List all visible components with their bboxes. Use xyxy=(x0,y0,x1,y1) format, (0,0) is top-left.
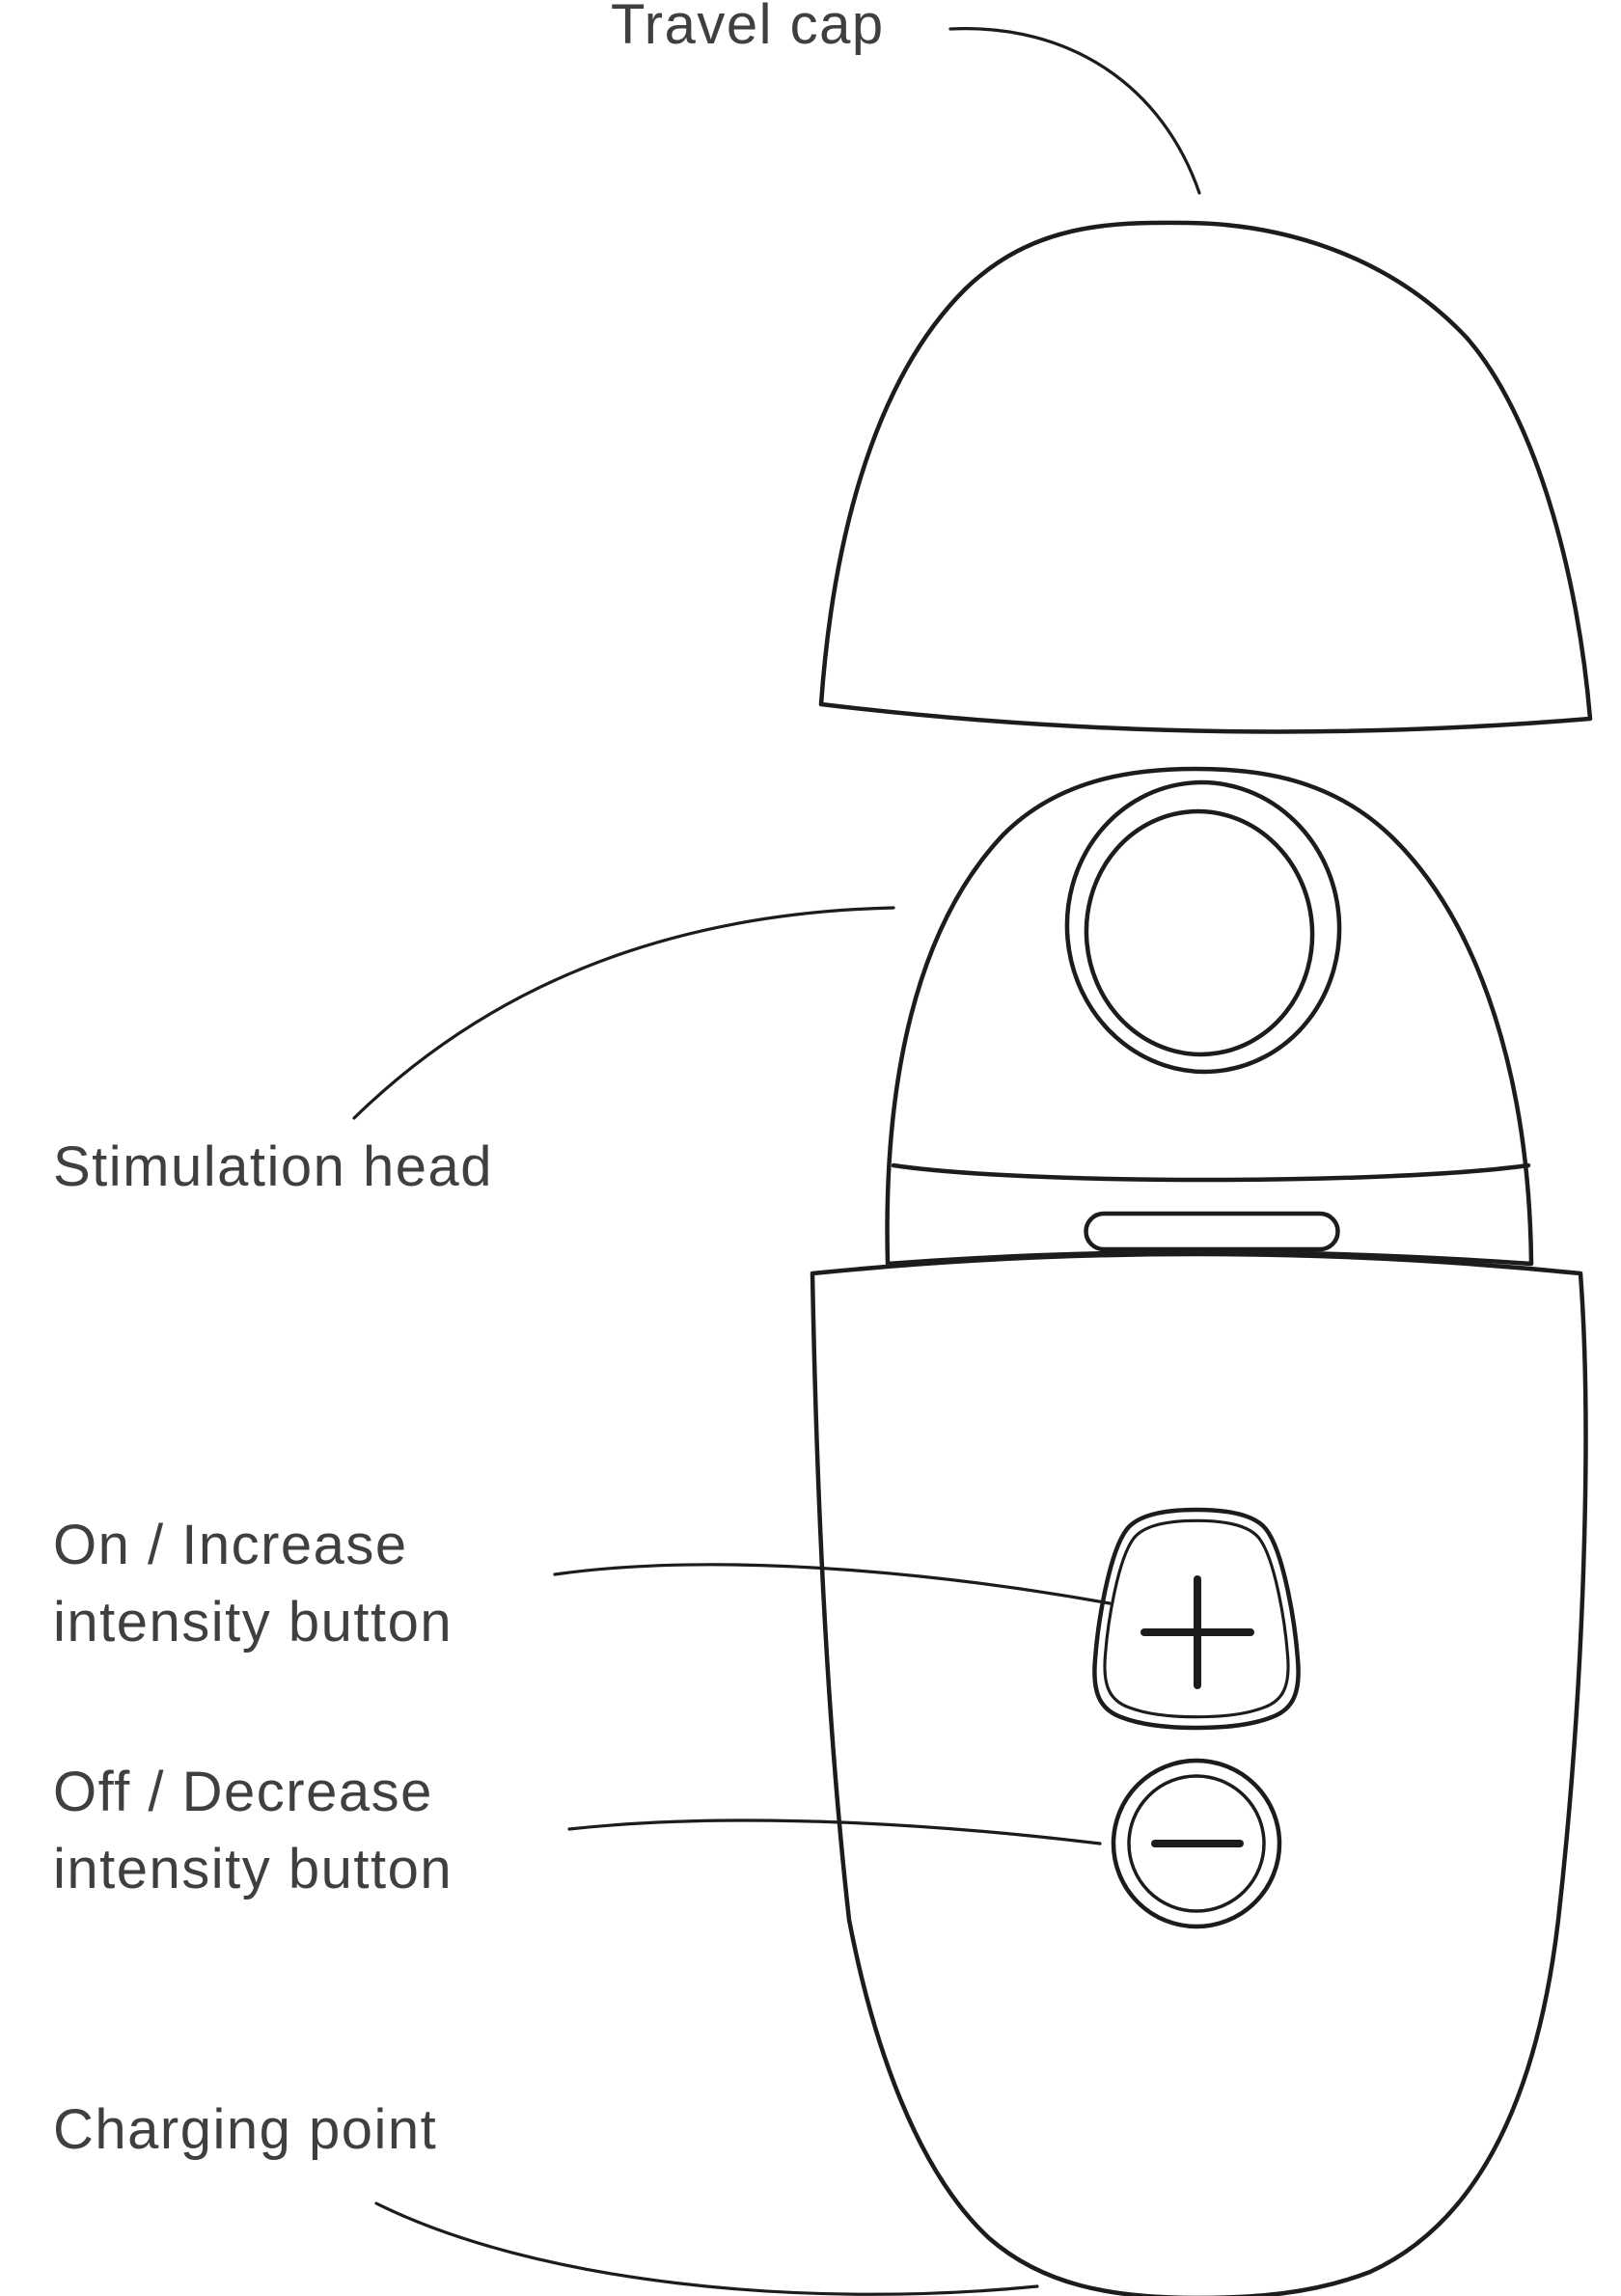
plus-button-inner xyxy=(1103,1518,1290,1719)
label-travel-cap: Travel cap xyxy=(611,0,885,56)
minus-button-inner xyxy=(1127,1774,1266,1913)
label-on-increase-line1: On / Increase xyxy=(53,1514,408,1576)
plus-icon xyxy=(1140,1575,1254,1689)
vent-slot xyxy=(1084,1211,1340,1252)
head-seam-line xyxy=(891,1162,1531,1183)
label-off-decrease: Off / Decrease intensity button xyxy=(53,1754,453,1908)
leader-stimulation-head xyxy=(352,906,895,1120)
label-off-decrease-line1: Off / Decrease xyxy=(53,1761,433,1823)
leader-on-increase xyxy=(553,1563,1112,1605)
label-on-increase: On / Increase intensity button xyxy=(53,1507,453,1661)
label-off-decrease-line2: intensity button xyxy=(53,1838,453,1900)
label-charging-point: Charging point xyxy=(53,2098,438,2161)
travel-cap-outline xyxy=(818,220,1593,734)
label-on-increase-line2: intensity button xyxy=(53,1591,453,1654)
leader-travel-cap xyxy=(948,27,1201,195)
head-opening-inner xyxy=(1084,808,1315,1057)
leader-off-decrease xyxy=(567,1818,1102,1845)
leader-charging-point xyxy=(374,2201,1039,2296)
label-stimulation-head: Stimulation head xyxy=(53,1135,494,1198)
